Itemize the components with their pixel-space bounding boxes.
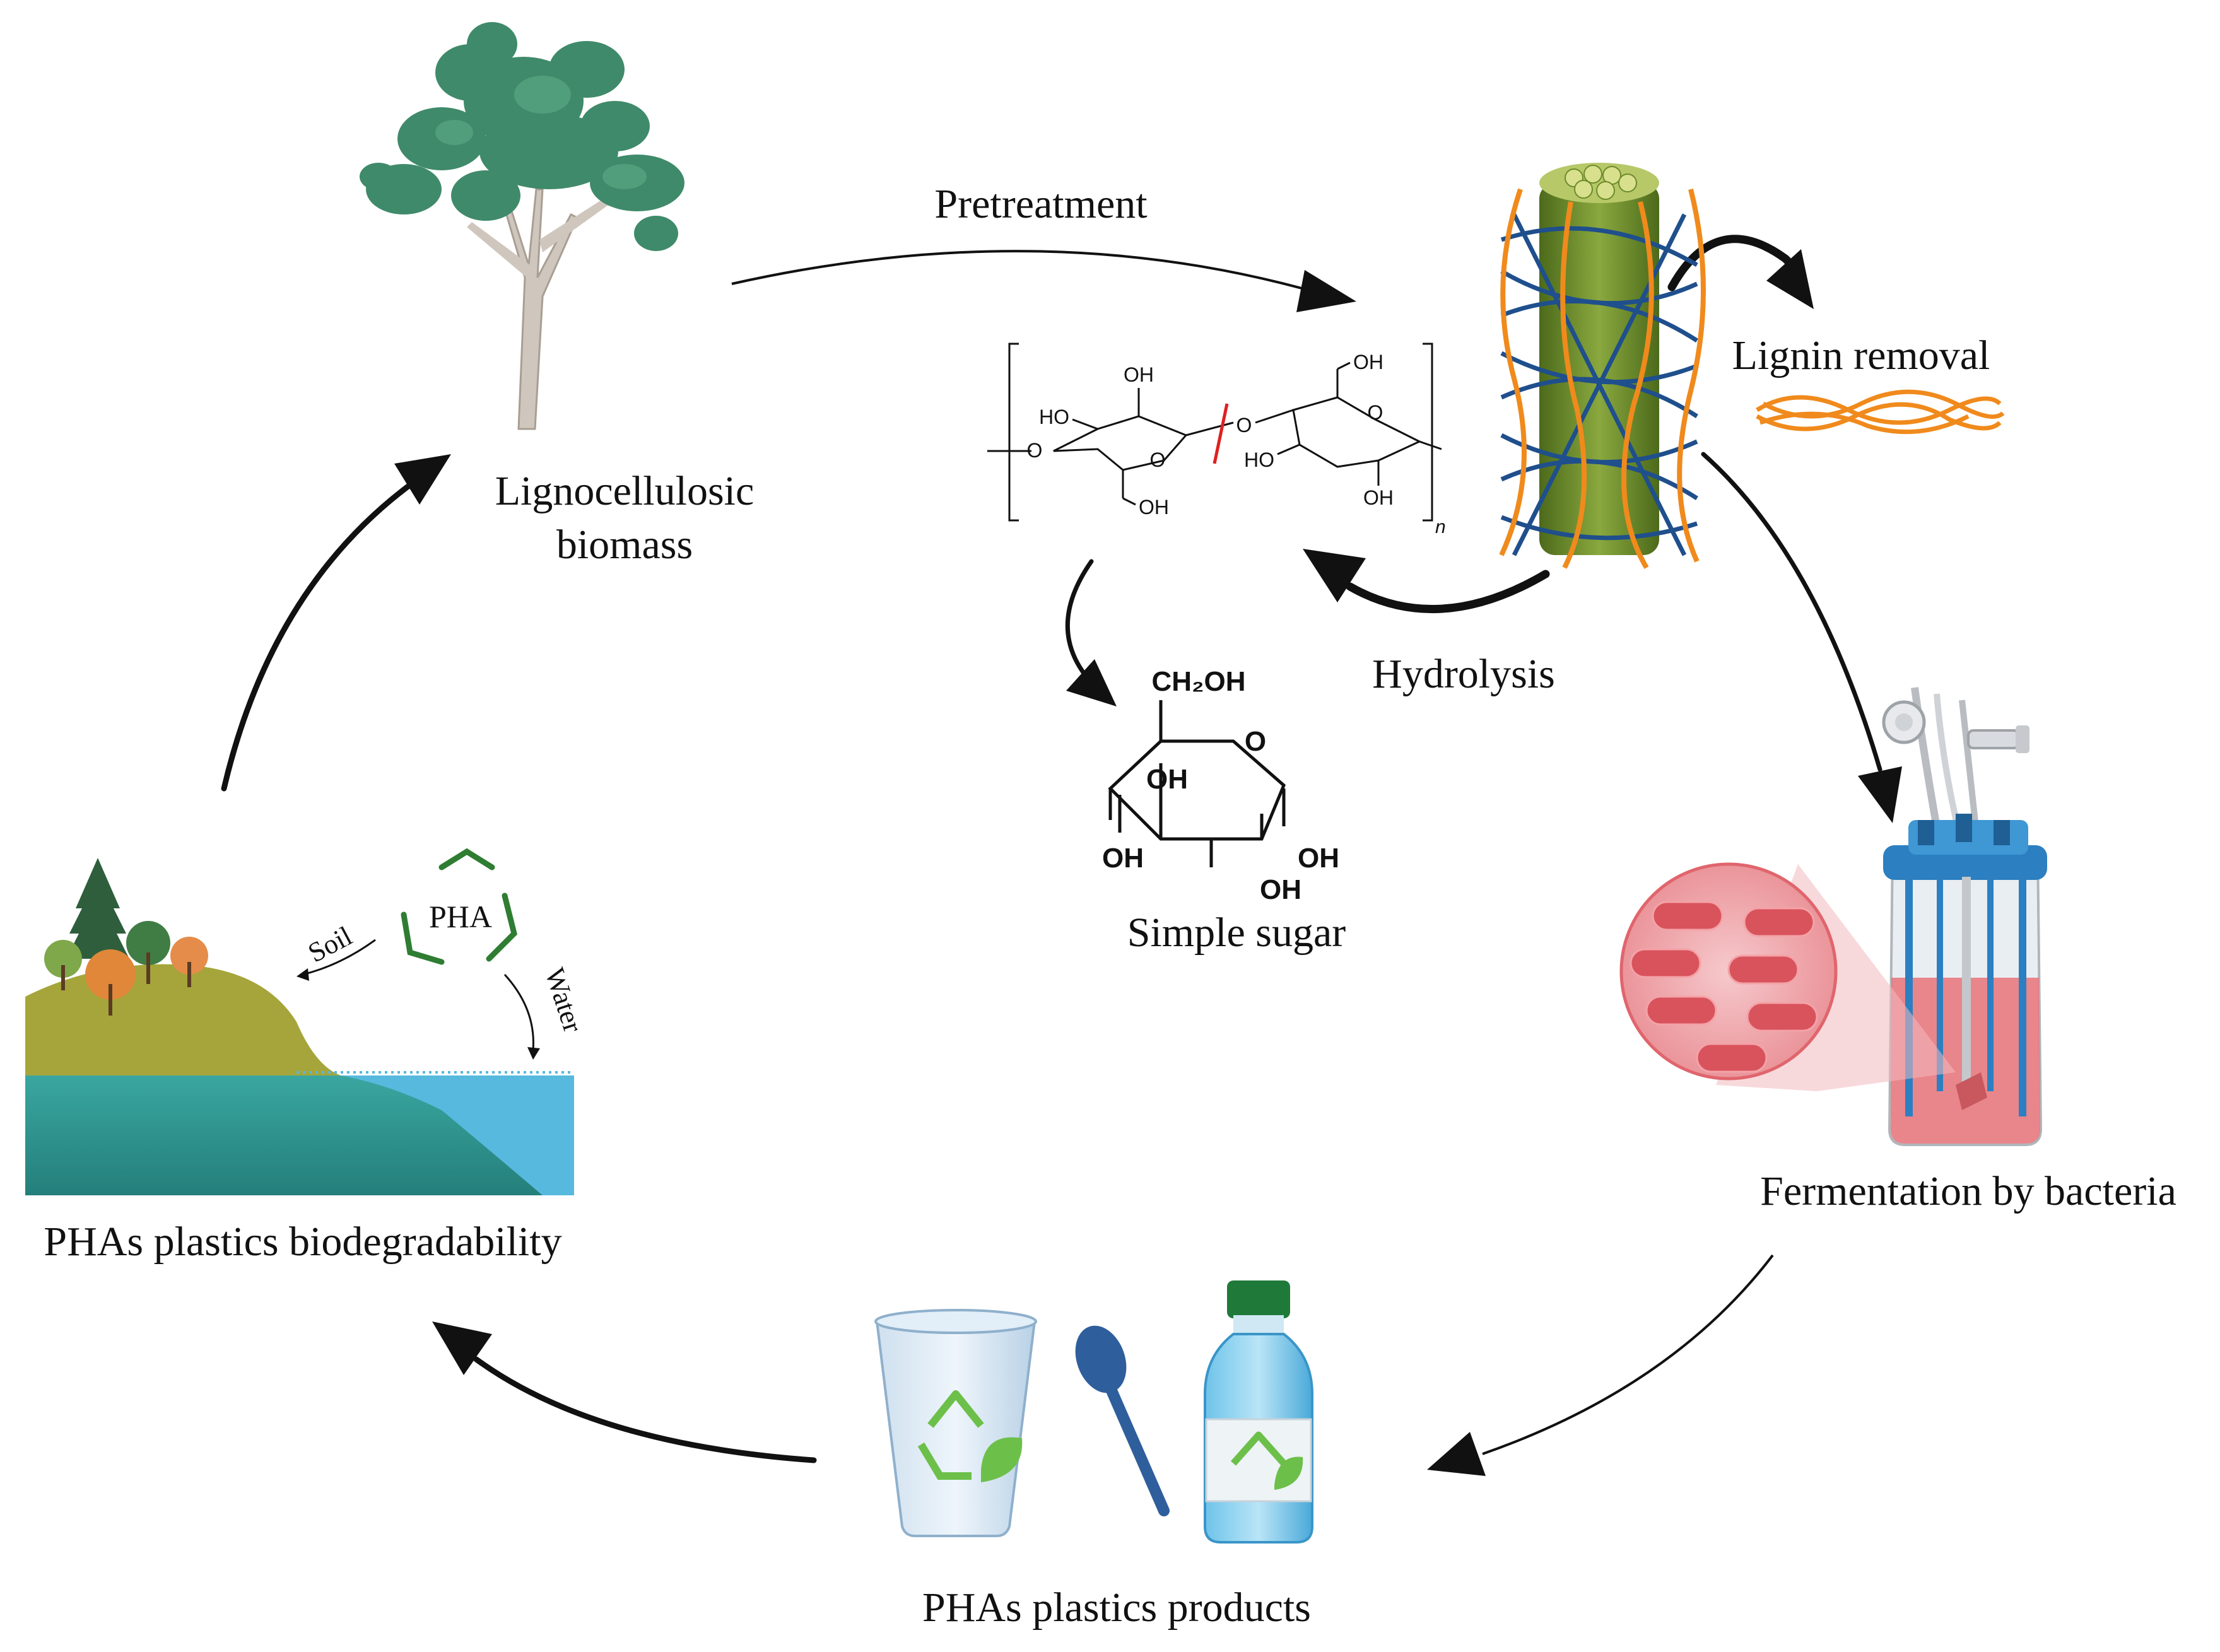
lignin-strand-icon	[1756, 389, 2005, 435]
plastic-cup-icon	[874, 1309, 1037, 1537]
arrow-to-simple-sugar	[1065, 559, 1117, 706]
glucose-oh-left: OH	[1102, 843, 1144, 874]
label-fermentation: Fermentation by bacteria	[1760, 1168, 2176, 1214]
arrow-to-biodegradability	[432, 1321, 817, 1463]
cellulose-o-ring-left: O	[1150, 448, 1166, 471]
bottle-icon	[1204, 1280, 1313, 1544]
cellulose-o-left: O	[1027, 439, 1043, 462]
cellulose-ho-right: HO	[1244, 448, 1274, 471]
bacteria-zoom	[1619, 862, 1956, 1091]
label-lignin-removal: Lignin removal	[1732, 332, 1990, 378]
arrow-hydrolysis	[1303, 549, 1550, 613]
glucose-structure	[1108, 700, 1286, 867]
spoon-icon	[1075, 1325, 1170, 1516]
label-pretreatment: Pretreatment	[934, 181, 1147, 227]
cellulose-oh-top-left: OH	[1124, 363, 1154, 386]
cellulose-oh-top-right: OH	[1353, 351, 1383, 373]
glucose-oh-inner: OH	[1146, 764, 1188, 795]
label-products: PHAs plastics products	[922, 1585, 1311, 1631]
label-water: Water	[539, 964, 589, 1036]
label-pha: PHA	[429, 899, 492, 934]
cellulose-ho-left: HO	[1039, 406, 1069, 428]
cellulose-oh-bottom-left: OH	[1139, 496, 1169, 518]
label-lignocellulosic: Lignocellulosic	[495, 468, 755, 514]
pha-recycle-icon	[401, 848, 517, 965]
arrow-to-products	[1427, 1254, 1774, 1476]
cellulose-o-bridge: O	[1236, 414, 1252, 436]
tree-icon	[360, 22, 684, 430]
cellulose-fiber-icon	[1499, 163, 1706, 570]
trees-group	[44, 858, 208, 1016]
arrow-lignin-removal	[1667, 235, 1814, 309]
bacteria-icon	[1630, 901, 1818, 1073]
water-arrow	[503, 973, 540, 1060]
glucose-labels: CH₂OH O OH OH OH OH	[1102, 666, 1339, 905]
label-soil: Soil	[303, 920, 357, 969]
arrow-pretreatment	[731, 250, 1356, 312]
label-biomass: biomass	[556, 522, 693, 568]
glucose-o-ring: O	[1245, 726, 1266, 757]
cellulose-structure	[987, 343, 1442, 522]
glucose-ch2oh: CH₂OH	[1151, 666, 1245, 697]
label-hydrolysis: Hydrolysis	[1372, 651, 1555, 697]
glucose-oh-bottom: OH	[1260, 874, 1301, 905]
soil-arrow	[297, 939, 376, 981]
glucose-oh-right: OH	[1298, 843, 1339, 874]
label-simple-sugar: Simple sugar	[1127, 910, 1346, 956]
arrow-to-fermentation	[1701, 452, 1902, 823]
arrow-to-biomass	[221, 454, 451, 792]
cellulose-labels: OH HO O O O OH OH O HO OH n	[1027, 351, 1446, 537]
cellulose-oh-bottom-right: OH	[1363, 486, 1394, 509]
cellulose-subscript-n: n	[1435, 517, 1446, 537]
recycle-leaf-icon	[917, 1390, 1023, 1482]
cellulose-o-ring-right: O	[1368, 401, 1383, 424]
landscape-icon	[25, 858, 574, 1195]
label-biodegradability: PHAs plastics biodegradability	[44, 1219, 561, 1265]
